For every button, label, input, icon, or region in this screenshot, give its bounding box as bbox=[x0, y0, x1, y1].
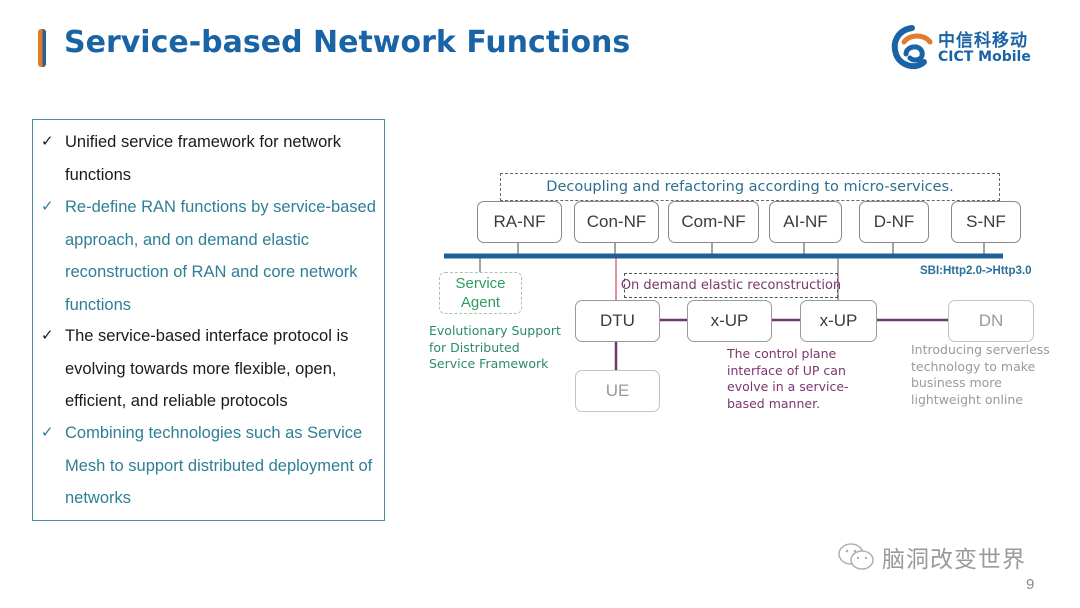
checkmark-icon: ✓ bbox=[41, 133, 54, 150]
nf-box-s[interactable]: S-NF bbox=[951, 201, 1021, 243]
wechat-icon bbox=[838, 543, 874, 570]
logo-text-en: CICT Mobile bbox=[938, 49, 1031, 65]
nf-box-con[interactable]: Con-NF bbox=[574, 201, 659, 243]
title-accent-bar bbox=[38, 29, 46, 67]
logo-swirl-icon bbox=[891, 25, 933, 70]
bullet-text: Combining technologies such as Service M… bbox=[65, 424, 373, 507]
bullet-item: ✓ Re-define RAN functions by service-bas… bbox=[41, 191, 376, 321]
checkmark-icon: ✓ bbox=[41, 424, 54, 441]
bullet-item: ✓ The service-based interface protocol i… bbox=[41, 320, 376, 418]
feature-list: ✓ Unified service framework for network … bbox=[32, 119, 385, 521]
service-agent-line2: Agent bbox=[460, 294, 501, 311]
bullet-text: The service-based interface protocol is … bbox=[65, 327, 349, 410]
up-caption: The control plane interface of UP can ev… bbox=[727, 346, 849, 411]
service-agent-line1: Service bbox=[455, 275, 506, 292]
logo-text-cn: 中信科移动 bbox=[938, 31, 1028, 51]
nf-box-com[interactable]: Com-NF bbox=[668, 201, 759, 243]
bullet-text: Unified service framework for network fu… bbox=[65, 133, 342, 184]
sbi-protocol-label: SBI:Http2.0->Http3.0 bbox=[920, 265, 1032, 277]
node-dn[interactable]: DN bbox=[948, 300, 1034, 342]
on-demand-label: On demand elastic reconstruction bbox=[621, 273, 841, 298]
checkmark-icon: ✓ bbox=[41, 198, 54, 215]
decoupling-label: Decoupling and refactoring according to … bbox=[500, 173, 1000, 201]
company-logo: 中信科移动 CICT Mobile bbox=[890, 22, 1050, 74]
service-agent-box[interactable]: Service Agent bbox=[439, 272, 522, 314]
bullet-item: ✓ Unified service framework for network … bbox=[41, 126, 376, 191]
watermark-text: 脑洞改变世界 bbox=[882, 547, 1026, 573]
nf-box-d[interactable]: D-NF bbox=[859, 201, 929, 243]
nf-box-ai[interactable]: AI-NF bbox=[769, 201, 842, 243]
nf-box-ra[interactable]: RA-NF bbox=[477, 201, 562, 243]
watermark: 脑洞改变世界 bbox=[836, 540, 1026, 574]
node-ue[interactable]: UE bbox=[575, 370, 660, 412]
bullet-text: Re-define RAN functions by service-based… bbox=[65, 198, 376, 314]
node-xup-1[interactable]: x-UP bbox=[687, 300, 772, 342]
dn-caption: Introducing serverless technology to mak… bbox=[911, 342, 1050, 407]
node-xup-2[interactable]: x-UP bbox=[800, 300, 877, 342]
node-dtu[interactable]: DTU bbox=[575, 300, 660, 342]
checkmark-icon: ✓ bbox=[41, 327, 54, 344]
service-agent-caption: Evolutionary Support for Distributed Ser… bbox=[429, 323, 561, 371]
page-title: Service-based Network Functions bbox=[64, 25, 631, 60]
bullet-item: ✓ Combining technologies such as Service… bbox=[41, 417, 376, 515]
page-number: 9 bbox=[1026, 576, 1035, 593]
